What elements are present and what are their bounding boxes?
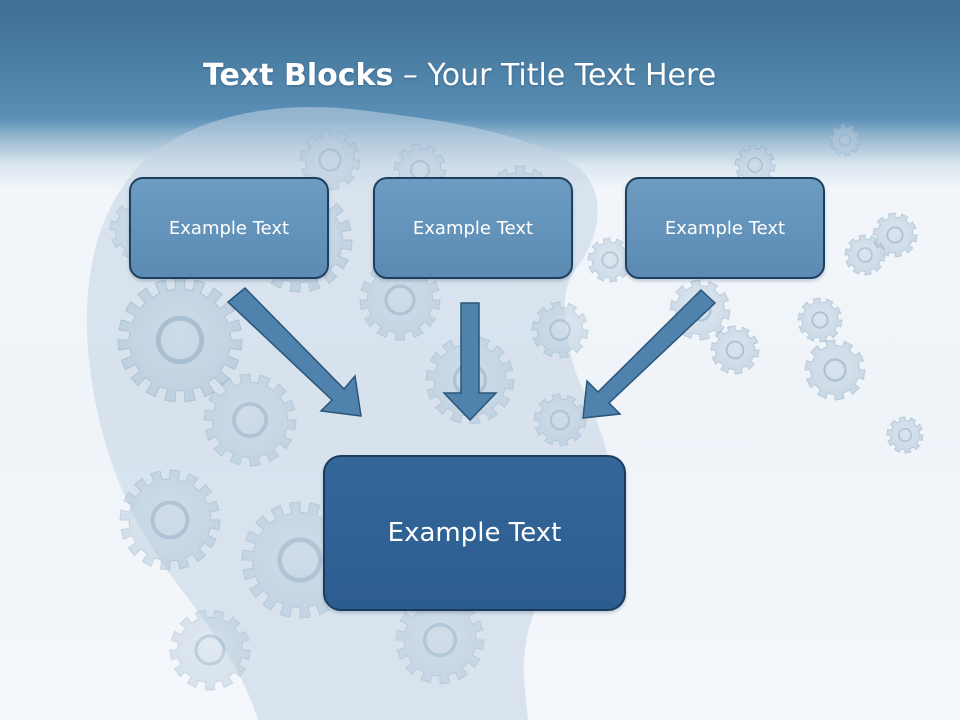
gear-icon <box>872 212 918 258</box>
gear-icon <box>710 325 760 375</box>
gear-icon <box>797 297 843 343</box>
gear-icon <box>299 129 361 191</box>
gear-hub-icon <box>601 251 619 269</box>
gear-hub-icon <box>838 133 852 147</box>
gear-icon <box>844 234 886 276</box>
arrow-down-icon <box>582 288 717 419</box>
gear-icon <box>804 339 866 401</box>
gear-icon <box>203 373 297 467</box>
text-block-2-label: Example Text <box>412 217 534 239</box>
gear-hub-icon <box>725 340 745 360</box>
title-bold: Text Blocks <box>203 58 394 93</box>
gear-hub-icon <box>194 634 226 666</box>
gear-icon <box>886 416 924 454</box>
text-block-3[interactable]: Example Text <box>625 177 825 279</box>
gear-hub-icon <box>549 409 571 431</box>
gear-hub-icon <box>422 622 458 658</box>
gear-hub-icon <box>384 284 416 316</box>
gear-hub-icon <box>747 157 763 173</box>
text-block-1[interactable]: Example Text <box>129 177 329 279</box>
gear-hub-icon <box>232 402 268 438</box>
gear-hub-icon <box>155 315 205 365</box>
title-rest: – Your Title Text Here <box>393 58 717 93</box>
gear-hub-icon <box>886 226 904 244</box>
gear-icon <box>828 123 862 157</box>
text-block-1-label: Example Text <box>168 217 290 239</box>
main-text-block-label: Example Text <box>387 518 562 548</box>
gear-hub-icon <box>811 311 829 329</box>
gear-icon <box>587 237 633 283</box>
main-text-block[interactable]: Example Text <box>323 455 626 611</box>
gear-hub-icon <box>823 358 847 382</box>
gear-icon <box>117 277 243 403</box>
arrow-down-icon <box>442 302 498 422</box>
arrow-down-icon <box>226 286 362 417</box>
gear-hub-icon <box>549 319 571 341</box>
gear-icon <box>533 393 587 447</box>
gear-icon <box>119 469 221 571</box>
page-title: Text Blocks – Your Title Text Here <box>203 56 716 96</box>
text-block-3-label: Example Text <box>664 217 786 239</box>
gear-icon <box>169 609 251 691</box>
gear-hub-icon <box>150 500 190 540</box>
gear-hub-icon <box>318 148 342 172</box>
gear-hub-icon <box>897 427 913 443</box>
gear-icon <box>531 301 589 359</box>
gear-hub-icon <box>277 537 323 583</box>
text-block-2[interactable]: Example Text <box>373 177 573 279</box>
gear-hub-icon <box>857 247 873 263</box>
